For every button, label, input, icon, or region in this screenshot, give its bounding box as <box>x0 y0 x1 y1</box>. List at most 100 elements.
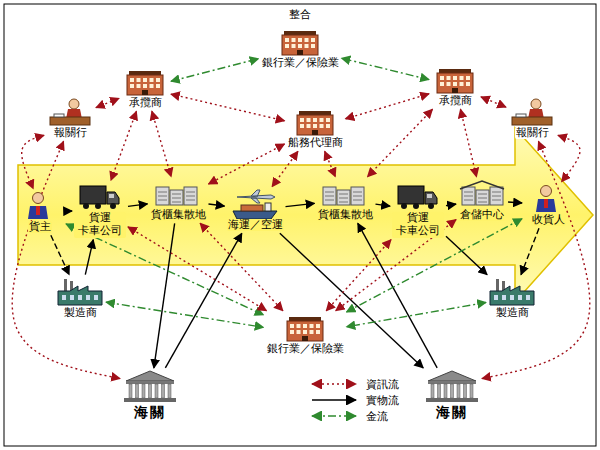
wheel <box>413 203 419 209</box>
wheel <box>110 203 116 209</box>
node-label: 貨運 卡車公司 <box>392 212 444 237</box>
node-label: 貨運 卡車公司 <box>74 212 126 237</box>
shed-line <box>325 199 334 200</box>
building-body <box>287 321 323 341</box>
shed-line <box>353 199 362 200</box>
window <box>311 38 315 42</box>
column <box>168 384 171 398</box>
info-flow <box>368 109 433 176</box>
legend: 資訊流實物流金流 <box>306 376 399 424</box>
bldg-icon <box>291 107 339 137</box>
window <box>453 76 457 80</box>
tie <box>544 199 548 208</box>
window <box>305 38 309 42</box>
legend-line <box>312 399 356 401</box>
shed-line <box>464 199 473 200</box>
window <box>307 118 311 122</box>
wheel <box>428 203 434 209</box>
window <box>156 84 160 88</box>
legend-text: 金流 <box>366 409 388 424</box>
paper <box>54 114 64 117</box>
window <box>494 295 498 300</box>
broker-node: 報關行 <box>508 97 556 140</box>
info-flow <box>152 111 171 176</box>
truck-icon <box>76 182 124 212</box>
door <box>302 336 308 341</box>
yard-icon <box>321 179 369 209</box>
legend-text: 資訊流 <box>366 377 399 392</box>
customs-icon <box>424 370 480 404</box>
store-icon <box>458 179 506 209</box>
window <box>298 38 302 42</box>
info-flow <box>22 135 44 188</box>
roof <box>289 317 321 321</box>
legend-line <box>312 415 356 417</box>
node-label: 報關行 <box>53 127 88 140</box>
window <box>316 324 320 328</box>
window <box>285 44 289 48</box>
shed <box>170 190 183 205</box>
wheel <box>401 203 407 209</box>
customs-node: 海關 <box>424 370 480 420</box>
goods-flow <box>446 204 456 206</box>
node-label: 海運／空運 <box>227 219 284 232</box>
bldg-icon <box>276 27 324 57</box>
window <box>453 82 457 86</box>
roof <box>284 31 316 35</box>
goods-flow <box>165 233 241 368</box>
broker-icon <box>46 97 94 127</box>
node-label: 貨櫃集散地 <box>150 209 207 222</box>
ship-node: 海運／空運 <box>227 189 284 232</box>
roof <box>299 111 331 115</box>
shed-line <box>172 201 181 202</box>
factory-body <box>490 286 534 305</box>
person-node: 收貨人 <box>524 184 572 227</box>
column <box>129 384 132 398</box>
shed-line <box>478 193 487 194</box>
building-body <box>282 35 318 55</box>
money-flow <box>106 302 264 327</box>
legend-sample <box>306 411 362 421</box>
factory-node: 製造商 <box>488 277 536 320</box>
column <box>451 384 454 398</box>
flow-arrow <box>18 128 593 302</box>
column <box>444 384 447 398</box>
ship-bridge <box>265 203 271 211</box>
bldg-icon <box>121 67 169 97</box>
tie <box>36 206 40 215</box>
cargo-box <box>80 186 106 204</box>
ship-hull <box>233 211 277 219</box>
window <box>297 324 301 328</box>
shed-line <box>158 199 167 200</box>
window <box>460 82 464 86</box>
shed <box>184 187 197 205</box>
window <box>290 324 294 328</box>
shed-line <box>339 197 348 198</box>
yard-node: 貨櫃集散地 <box>317 179 374 222</box>
shed <box>337 190 350 205</box>
factory-body <box>58 286 102 305</box>
desk <box>512 117 552 125</box>
window <box>290 330 294 334</box>
node-label: 報關行 <box>515 127 550 140</box>
info-flow <box>128 227 266 311</box>
info-flow <box>481 97 506 107</box>
window <box>305 44 309 48</box>
bldg-node: 承攬商 <box>121 67 169 110</box>
info-flow <box>96 98 119 107</box>
window <box>62 295 66 300</box>
yard-node: 貨櫃集散地 <box>150 179 207 222</box>
column <box>464 384 467 398</box>
desk <box>50 117 90 125</box>
broker-node: 報關行 <box>46 97 94 140</box>
head <box>531 99 541 109</box>
node-label: 承攬商 <box>128 97 163 110</box>
info-flow <box>111 111 136 180</box>
cab-window <box>109 194 114 198</box>
window <box>510 295 514 300</box>
shed-line <box>464 195 473 196</box>
window <box>526 295 530 300</box>
window <box>130 78 134 82</box>
legend-sample <box>306 379 362 389</box>
